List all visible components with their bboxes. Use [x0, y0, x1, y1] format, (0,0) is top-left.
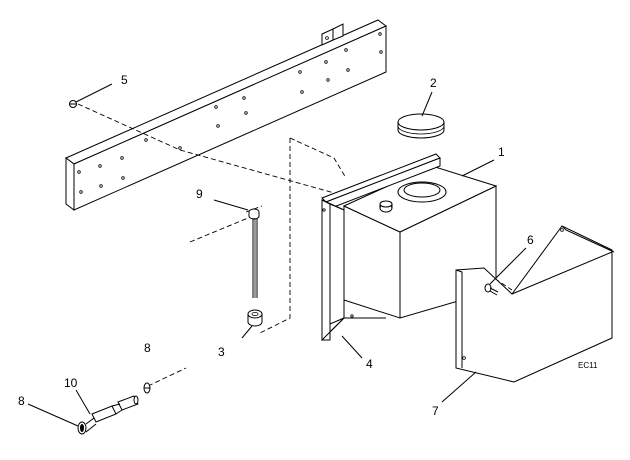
callout-2: 2: [430, 76, 437, 90]
cap-part-2: [397, 113, 445, 139]
callout-4: 4: [366, 357, 373, 371]
callout-10: 10: [64, 376, 78, 390]
callout-8-lower: 8: [18, 394, 25, 408]
callout-3: 3: [218, 345, 225, 359]
callout-6: 6: [527, 233, 534, 247]
callout-1: 1: [498, 145, 505, 159]
screw-part-5: [69, 100, 77, 108]
bracket-part-4: [321, 199, 386, 342]
callout-7: 7: [432, 404, 439, 418]
fitting-assembly: [77, 382, 151, 435]
callout-9: 9: [196, 187, 203, 201]
drawing-code: EC11: [578, 361, 598, 370]
screw-part-6: [484, 283, 499, 296]
leader-lines: [27, 83, 527, 427]
mounting-rail: [65, 19, 387, 211]
callout-8-upper: 8: [144, 341, 151, 355]
callout-5: 5: [121, 73, 128, 87]
shield-part-7: [455, 225, 615, 383]
rod-assembly: [247, 208, 263, 327]
